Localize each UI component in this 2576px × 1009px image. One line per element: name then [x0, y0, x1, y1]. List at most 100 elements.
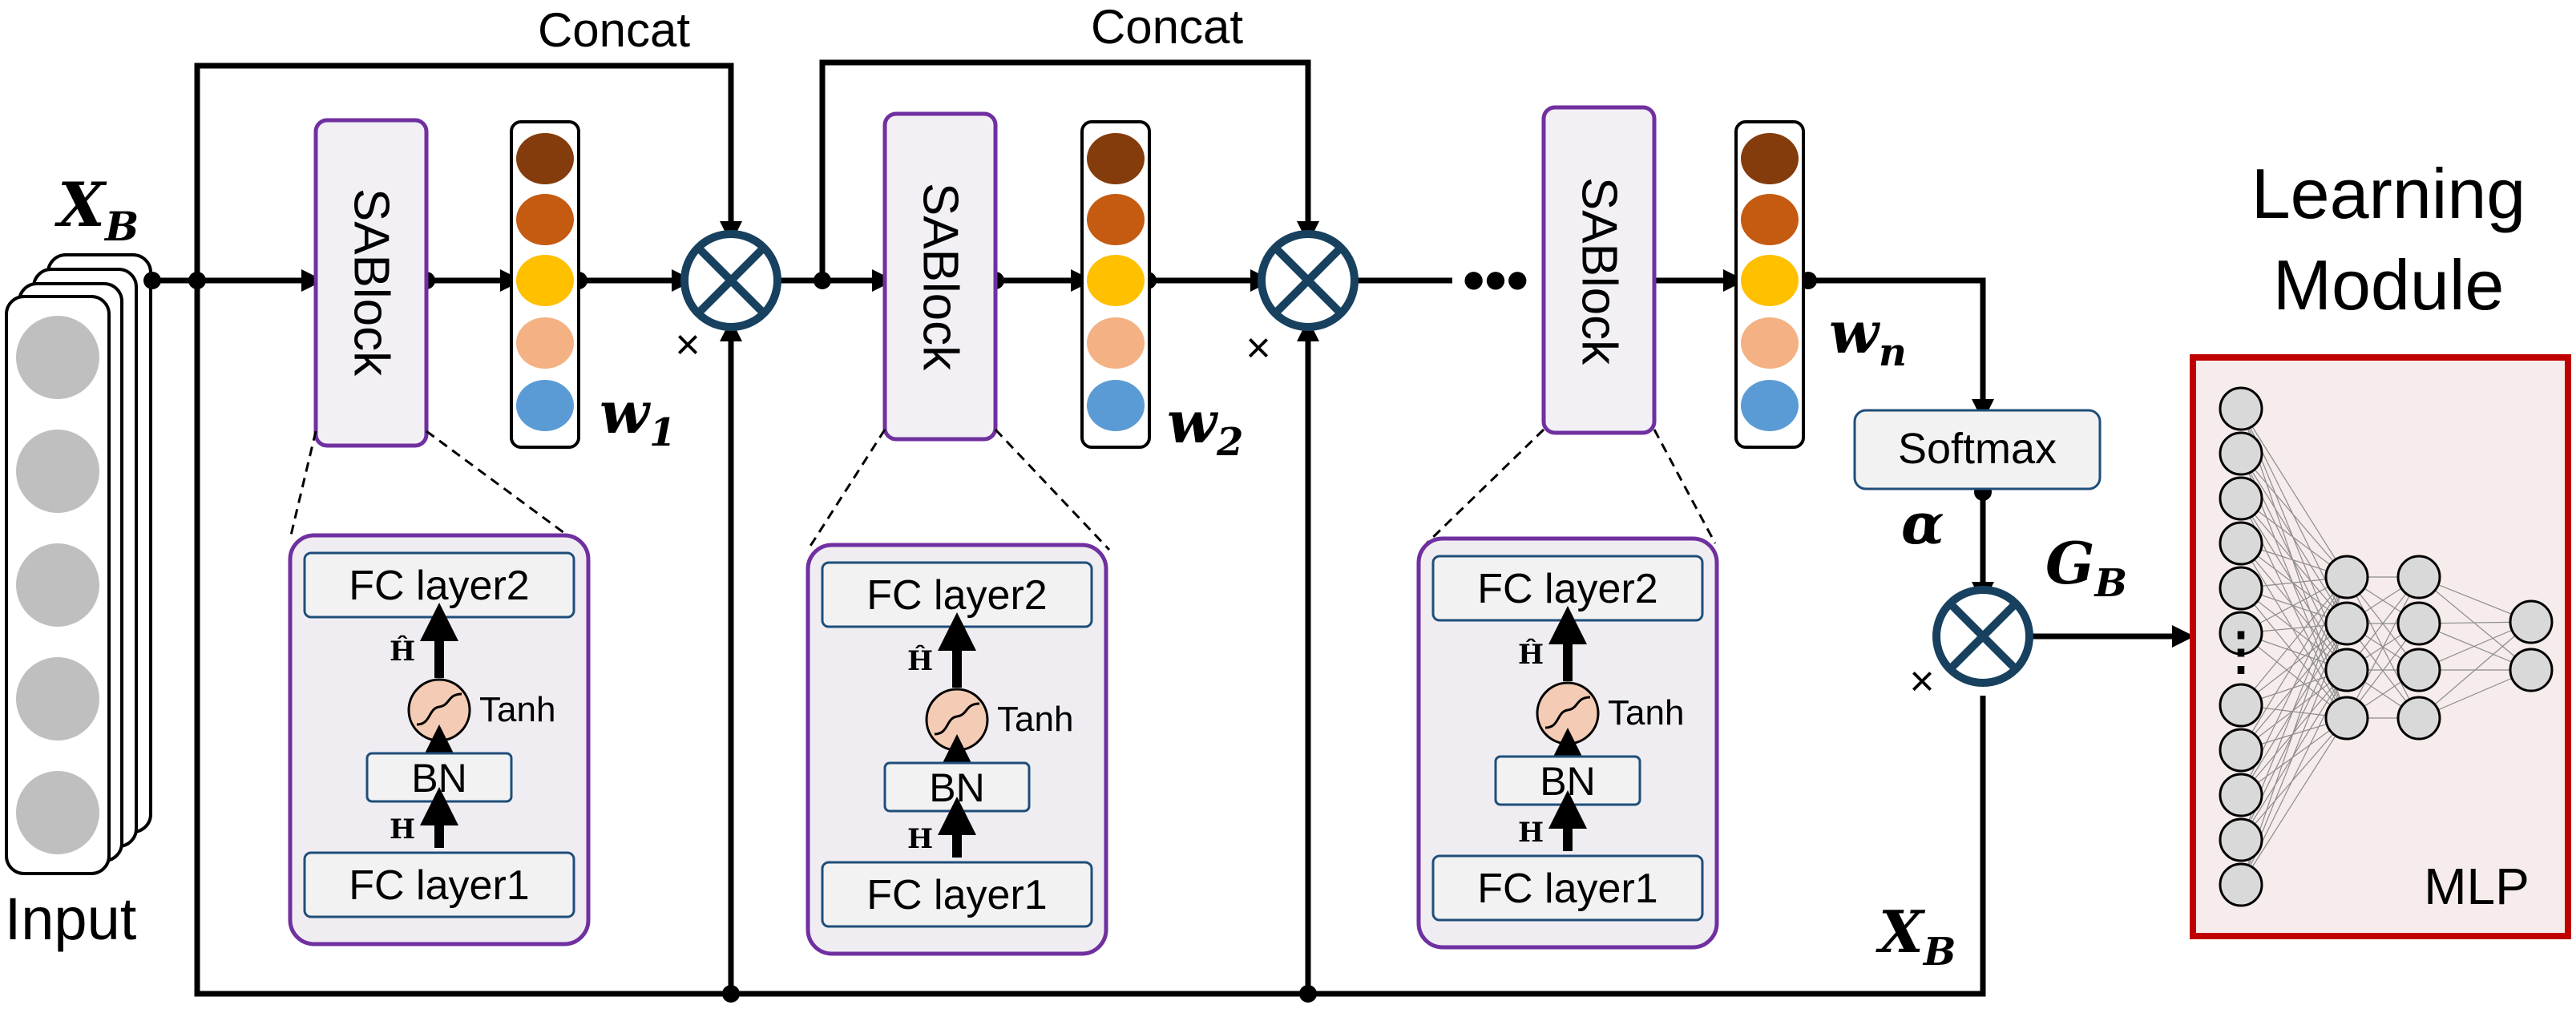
weight-dot — [516, 317, 574, 369]
h-hat-label: Ĥ — [390, 635, 415, 668]
sablock-n-label: SABlock — [1572, 177, 1627, 365]
input-node — [16, 543, 99, 627]
h-hat-label: Ĥ — [907, 644, 933, 677]
input-node — [16, 657, 99, 741]
sablock-2-label: SABlock — [913, 183, 968, 371]
input-xb-symbol: XB — [55, 169, 139, 250]
softmax-label: Softmax — [1898, 425, 2057, 473]
tanh-label: Tanh — [1608, 693, 1684, 733]
multiply-mark-1: × — [675, 321, 701, 369]
bn-label: BN — [1540, 759, 1595, 804]
alpha-label: α — [1901, 490, 1944, 557]
fc-layer2-label: FC layer2 — [1477, 566, 1657, 612]
weight-dot — [1741, 317, 1799, 369]
h-hat-label: Ĥ — [1518, 638, 1544, 671]
tanh-icon — [1536, 681, 1600, 745]
mlp-node — [2219, 773, 2263, 817]
softmax-box: Softmax — [1853, 409, 2102, 490]
multiply-node-2 — [1258, 230, 1359, 331]
mlp-node — [2219, 521, 2263, 566]
weight-dot — [1741, 255, 1799, 306]
mlp-node — [2396, 648, 2441, 692]
weight-label-n: wn — [1829, 298, 1907, 375]
weight-label-1: w1 — [600, 378, 676, 455]
multiply-mark-3: × — [1909, 657, 1935, 705]
mlp-node — [2219, 862, 2263, 907]
tanh-icon — [925, 688, 989, 752]
zoom-lines — [289, 428, 1717, 551]
weight-vector-2 — [1080, 120, 1151, 449]
sablock-n: SABlock — [1541, 105, 1657, 435]
tanh-label: Tanh — [479, 690, 555, 729]
input-node — [16, 430, 99, 513]
mlp-node — [2324, 555, 2369, 599]
mlp-node — [2509, 648, 2554, 692]
weight-vector-1 — [510, 120, 580, 449]
weight-dot — [1087, 317, 1145, 369]
weight-dot — [1087, 255, 1145, 306]
input-label: Input — [5, 886, 137, 952]
h-label: H — [907, 823, 933, 855]
concat-label-2: Concat — [1091, 0, 1243, 54]
fc-layer1-box — [821, 861, 1093, 928]
mlp-node — [2219, 817, 2263, 862]
mlp-node — [2219, 683, 2263, 728]
weight-dot — [516, 194, 574, 245]
weight-dot — [1741, 133, 1799, 184]
input-node — [16, 771, 99, 854]
mlp-node — [2219, 431, 2263, 476]
weight-dot — [516, 380, 574, 431]
mlp-label: MLP — [2424, 858, 2530, 915]
fc-layer1-label: FC layer1 — [349, 862, 529, 909]
input-node — [16, 316, 99, 399]
weight-dot — [1087, 133, 1145, 184]
mlp-node — [2396, 601, 2441, 646]
input-stack — [5, 253, 152, 875]
mlp-panel: ⋮ MLP — [2190, 354, 2571, 939]
fc-layer1-label: FC layer1 — [1477, 866, 1657, 912]
multiply-mark-2: × — [1246, 324, 1271, 372]
multiply-node-3 — [1932, 586, 2033, 687]
fc-layer2-label: FC layer2 — [866, 572, 1047, 619]
fc-layer2-label: FC layer2 — [349, 563, 529, 609]
mlp-node — [2219, 728, 2263, 773]
bn-label: BN — [929, 765, 984, 810]
mlp-node — [2219, 386, 2263, 431]
mlp-node — [2219, 566, 2263, 611]
fc-layer1-label: FC layer1 — [866, 872, 1047, 918]
learning-module-title-1: Learning — [2251, 154, 2526, 233]
mlp-node — [2396, 555, 2441, 599]
sablock-2: SABlock — [882, 111, 998, 442]
multiply-node-1 — [680, 230, 781, 331]
weight-dot — [1741, 380, 1799, 431]
mlp-dots: ⋮ — [2215, 622, 2267, 680]
mlp-node — [2509, 599, 2554, 644]
concat-label-1: Concat — [538, 3, 690, 57]
mlp-node — [2324, 601, 2369, 646]
learning-module-title-2: Module — [2273, 245, 2505, 325]
tanh-icon — [407, 678, 471, 742]
sablock-1: SABlock — [313, 118, 429, 448]
weight-dot — [1741, 194, 1799, 245]
weight-vector-n — [1734, 120, 1805, 449]
mlp-node — [2219, 611, 2263, 656]
h-label: H — [390, 813, 415, 846]
weight-label-2: w2 — [1167, 388, 1243, 465]
weight-dot — [1087, 380, 1145, 431]
bn-label: BN — [411, 756, 466, 801]
wiring — [152, 59, 2194, 997]
xb-output-label: XB — [1875, 898, 1956, 975]
mlp-nodes — [2219, 386, 2554, 907]
mlp-node — [2324, 696, 2369, 741]
mlp-node — [2324, 648, 2369, 692]
weight-dot — [516, 133, 574, 184]
gb-label: GB — [2045, 529, 2127, 606]
mlp-node — [2219, 476, 2263, 521]
tanh-label: Tanh — [997, 700, 1073, 739]
sablock-1-label: SABlock — [344, 188, 399, 377]
weight-dot — [1087, 194, 1145, 245]
